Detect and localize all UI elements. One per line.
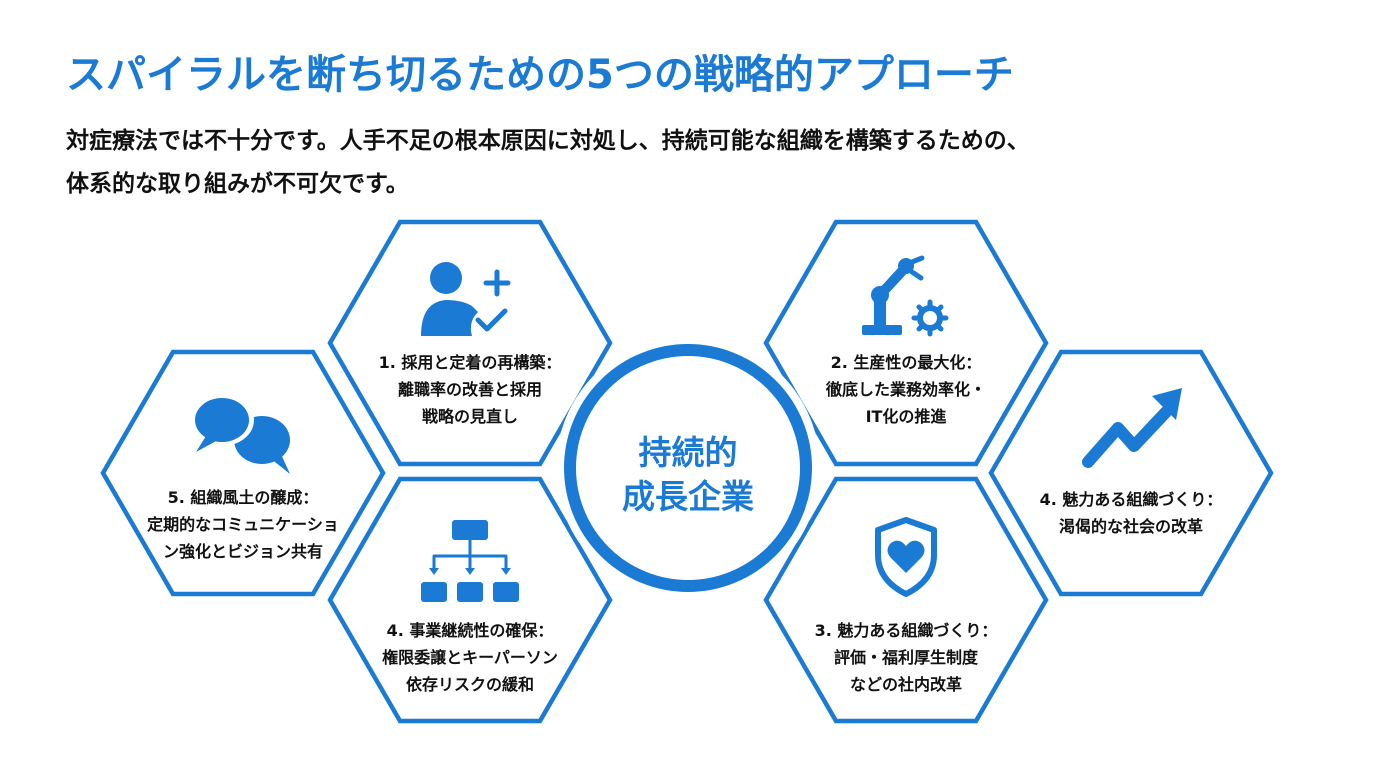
subtitle-line: 対症療法では不十分です。人手不足の根本原因に対処し、持続可能な組織を構築するため… (66, 128, 1030, 154)
page-subtitle: 対症療法では不十分です。人手不足の根本原因に対処し、持続可能な組織を構築するため… (66, 120, 1030, 206)
org-chart-icon (421, 520, 519, 602)
hex-strategy-3: 3. 魅力ある組織づくり： 評価・福利厚生制度 などの社内改革 (763, 476, 1049, 724)
strategy-1-line2: 離職率の改善と採用 (398, 380, 542, 399)
strategy-1-line3: 戦略の見直し (422, 407, 518, 426)
strategy-continuity-line2: 権限委譲とキーパーソン (382, 648, 558, 667)
trend-up-arrow-icon (1082, 388, 1182, 468)
chat-bubbles-icon (190, 394, 290, 474)
strategy-5-line2: 定期的なコミュニケーショ (146, 515, 339, 534)
user-add-check-icon (421, 262, 511, 336)
strategy-2-line1: 2. 生産性の最大化： (831, 353, 982, 372)
center-circle: 持続的 成長企業 (556, 336, 820, 600)
strategy-3-line2: 評価・福利厚生制度 (834, 648, 979, 667)
hex-strategy-2: 2. 生産性の最大化： 徹底した業務効率化・ IT化の推進 (763, 219, 1049, 467)
strategy-3-line1: 3. 魅力ある組織づくり： (815, 621, 998, 640)
strategy-continuity-line3: 依存リスクの緩和 (406, 675, 534, 694)
page-title: スパイラルを断ち切るための5つの戦略的アプローチ (66, 52, 1014, 98)
strategy-1-line1: 1. 採用と定着の再構築： (379, 353, 562, 372)
center-line2: 成長企業 (622, 477, 754, 516)
strategy-4-line2: 渇偈的な社会の改革 (1059, 517, 1203, 536)
strategy-5-line3: ン強化とビジョン共有 (163, 542, 323, 561)
shield-heart-icon (875, 517, 937, 597)
strategy-4-line1: 4. 魅力ある組織づくり： (1040, 490, 1223, 509)
strategy-5-line1: 5. 組織風土の醸成： (168, 488, 319, 507)
center-line1: 持続的 (639, 433, 738, 472)
subtitle-line: 体系的な取り組みが不可欠です。 (66, 171, 409, 197)
hex-strategy-5: 5. 組織風土の醸成： 定期的なコミュニケーショ ン強化とビジョン共有 (100, 349, 386, 597)
strategy-continuity-line1: 4. 事業継続性の確保： (387, 621, 554, 640)
strategy-2-line2: 徹底した業務効率化・ (825, 380, 986, 399)
strategy-2-line3: IT化の推進 (866, 407, 947, 426)
hex-strategy-continuity: 4. 事業継続性の確保： 権限委譲とキーパーソン 依存リスクの緩和 (327, 476, 613, 724)
hex-strategy-1: 1. 採用と定着の再構築： 離職率の改善と採用 戦略の見直し (327, 219, 613, 467)
hex-strategy-4: 4. 魅力ある組織づくり： 渇偈的な社会の改革 (988, 349, 1274, 597)
robot-arm-gear-icon (862, 255, 949, 337)
strategy-3-line3: などの社内改革 (850, 675, 962, 694)
